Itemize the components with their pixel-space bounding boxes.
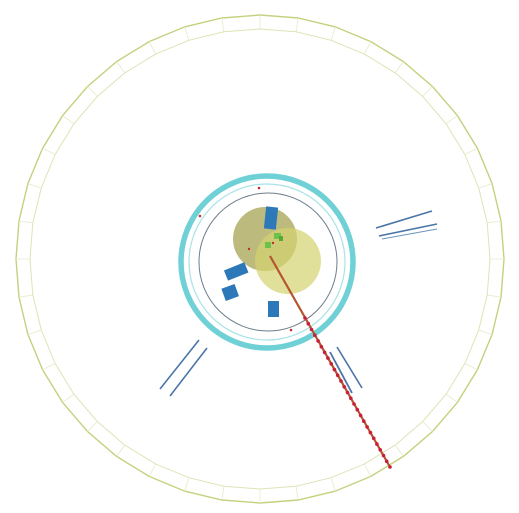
green-hit: [274, 233, 281, 239]
outer-ring-spoke: [364, 463, 372, 477]
track-marker: [349, 396, 353, 401]
track-marker: [368, 430, 373, 435]
outer-ring-spoke: [116, 61, 126, 74]
tracker-ring: [178, 173, 356, 351]
outer-ring-spoke: [87, 86, 98, 97]
outer-ring-spoke: [445, 393, 458, 403]
track-marker: [335, 373, 340, 378]
outer-ring-spoke: [116, 444, 126, 457]
vertex-yellow-circle: [255, 228, 321, 294]
outer-ring-spoke: [184, 26, 190, 41]
track-marker: [355, 407, 360, 412]
outer-ring-spoke: [445, 115, 458, 125]
muon-segments: [159, 210, 438, 397]
outer-ring-spoke: [487, 294, 502, 298]
inner-tracker-circle: [198, 192, 338, 332]
outer-ring-spoke: [42, 147, 56, 155]
calo-block-lower-left: [221, 283, 239, 301]
track-marker: [365, 425, 369, 429]
outer-ring-spoke: [62, 115, 75, 125]
muon-segment-lower-left: [159, 339, 208, 397]
outer-ring-spoke: [295, 486, 299, 501]
outer-ring-spoke: [464, 363, 478, 371]
outer-ring-spoke: [330, 26, 336, 41]
outer-ring-spoke: [422, 421, 433, 432]
outer-ring-spoke: [87, 421, 98, 432]
track-marker: [381, 453, 386, 458]
red-hits: [198, 186, 293, 332]
outer-ring-spoke: [27, 329, 42, 335]
outer-ring-spoke: [394, 444, 404, 457]
track-marker: [378, 448, 383, 452]
outer-ring-spoke: [27, 183, 42, 189]
track-marker: [362, 419, 366, 424]
outer-ring-spoke: [18, 294, 33, 298]
outer-ring-spoke: [487, 220, 502, 224]
outer-ring-spoke: [478, 183, 493, 189]
track-marker: [388, 465, 392, 469]
outer-ring-spoke: [221, 17, 225, 32]
track-marker: [309, 327, 314, 332]
outer-ring-spoke: [295, 17, 299, 32]
track-marker: [345, 390, 350, 395]
track-marker: [313, 333, 317, 338]
track-marker: [342, 385, 347, 389]
outer-ring-spoke: [42, 363, 56, 371]
track-markers: [303, 316, 392, 469]
green-hit: [279, 236, 283, 241]
track-marker: [322, 350, 327, 355]
track-marker: [326, 356, 330, 360]
calo-block-bottom: [268, 301, 279, 317]
outer-ring-spoke: [148, 41, 156, 55]
outer-ring-spoke: [184, 477, 190, 492]
calo-block-left: [223, 262, 249, 281]
outer-ring-spokes: [16, 15, 504, 503]
track-marker: [329, 362, 334, 366]
outer-ring-spoke: [18, 220, 33, 224]
green-hits: [265, 233, 283, 248]
outer-ring-spoke: [221, 486, 225, 501]
calorimeter-deposits: [221, 206, 279, 317]
green-hit: [265, 242, 271, 248]
outer-ring-spoke: [330, 477, 336, 492]
outer-detector-ring: [15, 14, 505, 504]
muon-segment-right: [375, 210, 438, 240]
track-marker: [352, 402, 356, 406]
outer-ring-spoke: [478, 329, 493, 335]
outer-ring-spoke: [422, 86, 433, 97]
track-marker: [306, 321, 311, 326]
track-marker: [319, 344, 324, 349]
track-marker: [303, 316, 307, 320]
outer-ring-spoke: [464, 147, 478, 155]
track-marker: [332, 367, 337, 372]
vertex-region: [233, 207, 321, 294]
outer-ring-spoke: [62, 393, 75, 403]
track-marker: [371, 436, 376, 441]
tracker-inner-ring: [188, 183, 346, 341]
track-marker: [316, 339, 320, 343]
muon-segment-lower-right: [329, 346, 363, 394]
track-marker: [384, 459, 389, 464]
track-marker: [375, 442, 379, 446]
outer-ring-spoke: [394, 61, 404, 74]
calo-block-top: [263, 206, 279, 230]
reconstructed-track: [269, 255, 392, 469]
outer-ring-spoke: [364, 41, 372, 55]
track-marker: [339, 379, 343, 383]
track-marker: [358, 413, 363, 418]
outer-ring-spoke: [148, 463, 156, 477]
